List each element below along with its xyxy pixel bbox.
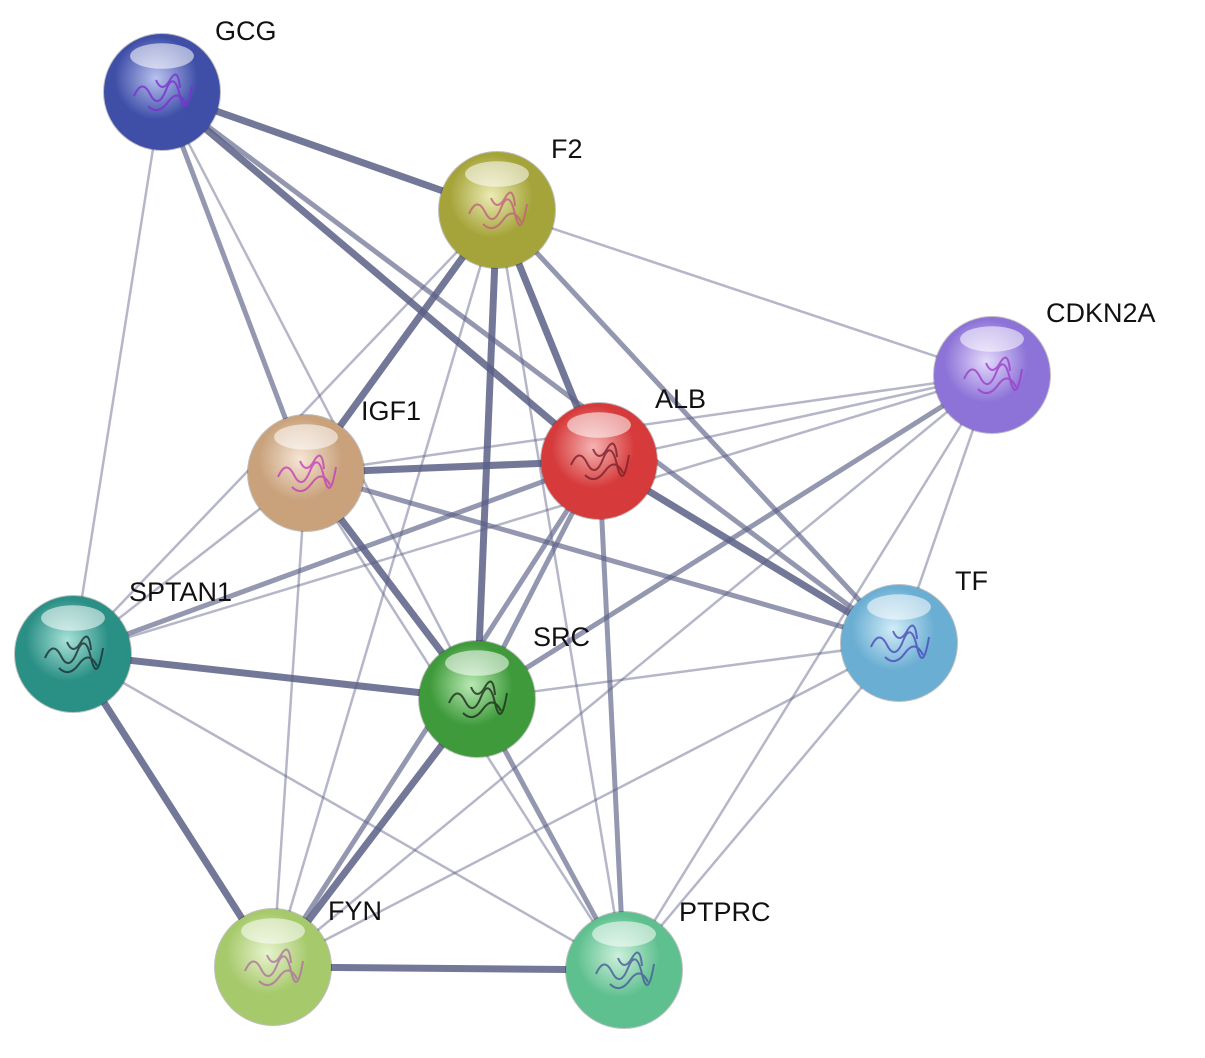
edge-gcg-igf1 bbox=[159, 89, 309, 476]
node-sphere[interactable] bbox=[104, 34, 220, 150]
node-sptan1[interactable]: SPTAN1 bbox=[14, 577, 232, 713]
node-gloss bbox=[274, 424, 338, 450]
edge-sptan1-ptprc bbox=[71, 652, 626, 972]
edge-gcg-sptan1 bbox=[71, 90, 164, 656]
edge-cdkn2a-alb bbox=[597, 373, 994, 463]
edge-cdkn2a-ptprc bbox=[622, 373, 994, 972]
node-gloss bbox=[592, 921, 656, 947]
node-label: SRC bbox=[533, 622, 590, 652]
node-sphere[interactable] bbox=[15, 596, 131, 712]
edge-igf1-fyn bbox=[271, 471, 308, 969]
protein-structure-icon bbox=[570, 442, 630, 481]
protein-structure-icon bbox=[870, 624, 930, 663]
node-label: IGF1 bbox=[361, 396, 421, 426]
node-gloss bbox=[41, 605, 105, 631]
node-sphere[interactable] bbox=[934, 317, 1050, 433]
node-gloss bbox=[130, 43, 194, 69]
node-tf[interactable]: TF bbox=[840, 566, 988, 702]
node-sphere[interactable] bbox=[541, 403, 657, 519]
node-cdkn2a[interactable]: CDKN2A bbox=[933, 298, 1156, 434]
node-gloss bbox=[960, 326, 1024, 352]
edge-fyn-ptprc bbox=[269, 963, 628, 974]
edge-gcg-src bbox=[160, 90, 479, 701]
node-label: SPTAN1 bbox=[129, 577, 232, 607]
edge-alb-tf bbox=[595, 457, 903, 647]
node-alb[interactable]: ALB bbox=[540, 384, 706, 520]
node-sphere[interactable] bbox=[566, 912, 682, 1028]
protein-structure-icon bbox=[595, 951, 655, 990]
edge-f2-cdkn2a bbox=[495, 208, 994, 377]
node-sphere[interactable] bbox=[248, 415, 364, 531]
edge-cdkn2a-fyn bbox=[271, 373, 994, 969]
node-label: TF bbox=[955, 566, 988, 596]
edge-gcg-f2 bbox=[158, 88, 501, 214]
node-gloss bbox=[445, 650, 509, 676]
node-sphere[interactable] bbox=[419, 641, 535, 757]
edge-alb-ptprc bbox=[596, 458, 627, 973]
protein-structure-icon bbox=[133, 73, 193, 112]
node-ptprc[interactable]: PTPRC bbox=[565, 897, 771, 1029]
edge-src-tf bbox=[475, 641, 901, 701]
edge-alb-sptan1 bbox=[70, 458, 602, 657]
node-gloss bbox=[465, 161, 529, 187]
node-label: GCG bbox=[215, 16, 277, 46]
edge-f2-tf bbox=[494, 207, 902, 646]
node-sphere[interactable] bbox=[215, 909, 331, 1025]
node-gcg[interactable]: GCG bbox=[103, 16, 277, 151]
node-label: CDKN2A bbox=[1046, 298, 1156, 328]
node-gloss bbox=[867, 594, 931, 620]
node-sphere[interactable] bbox=[841, 585, 957, 701]
node-gloss bbox=[241, 918, 305, 944]
protein-structure-icon bbox=[468, 191, 528, 230]
node-igf1[interactable]: IGF1 bbox=[247, 396, 421, 532]
edge-gcg-alb bbox=[158, 88, 603, 465]
node-sphere[interactable] bbox=[439, 152, 555, 268]
edge-f2-src bbox=[473, 206, 501, 703]
edge-cdkn2a-igf1 bbox=[304, 373, 994, 475]
edge-sptan1-src bbox=[69, 650, 481, 703]
edge-sptan1-fyn bbox=[69, 650, 277, 971]
edge-tf-fyn bbox=[271, 641, 901, 969]
node-f2[interactable]: F2 bbox=[438, 134, 583, 269]
node-label: ALB bbox=[655, 384, 706, 414]
protein-structure-icon bbox=[44, 635, 104, 674]
node-gloss bbox=[567, 412, 631, 438]
protein-structure-icon bbox=[277, 454, 337, 493]
edge-tf-ptprc bbox=[622, 641, 901, 972]
edge-cdkn2a-src bbox=[474, 372, 995, 702]
edge-cdkn2a-sptan1 bbox=[71, 373, 994, 656]
protein-structure-icon bbox=[244, 948, 304, 987]
protein-structure-icon bbox=[963, 356, 1023, 395]
edge-gcg-tf bbox=[159, 89, 902, 646]
edge-f2-ptprc bbox=[495, 208, 626, 972]
node-label: FYN bbox=[328, 896, 382, 926]
node-fyn[interactable]: FYN bbox=[214, 896, 382, 1026]
node-src[interactable]: SRC bbox=[418, 622, 590, 758]
edge-f2-fyn bbox=[271, 208, 499, 969]
protein-structure-icon bbox=[448, 680, 508, 719]
node-label: PTPRC bbox=[679, 897, 771, 927]
node-label: F2 bbox=[551, 134, 583, 164]
